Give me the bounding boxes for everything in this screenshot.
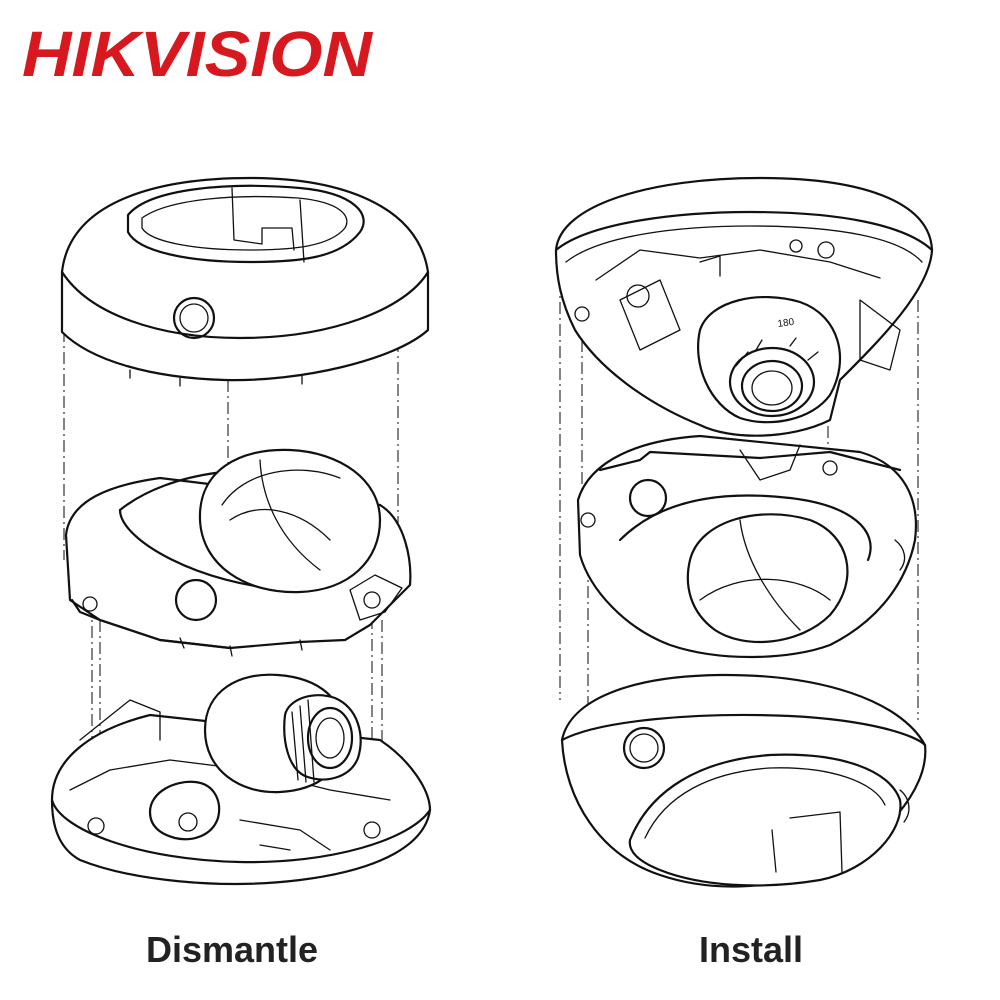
mounted-base: 180: [554, 176, 934, 437]
top-cover: [60, 176, 430, 387]
dismantle-assembly: Dismantle: [50, 176, 432, 970]
hikvision-logo: HIKVISION: [22, 18, 374, 88]
lens-marking: 180: [777, 317, 795, 330]
caption-install: Install: [699, 929, 803, 970]
logo-wordmark: HIKVISION: [22, 18, 374, 88]
inverted-dome-housing: [576, 434, 917, 659]
inverted-top-cover: [560, 673, 927, 888]
dome-housing: [64, 448, 412, 657]
install-assembly: 180: [554, 176, 934, 970]
caption-dismantle: Dismantle: [146, 929, 318, 970]
camera-base: [50, 673, 432, 886]
